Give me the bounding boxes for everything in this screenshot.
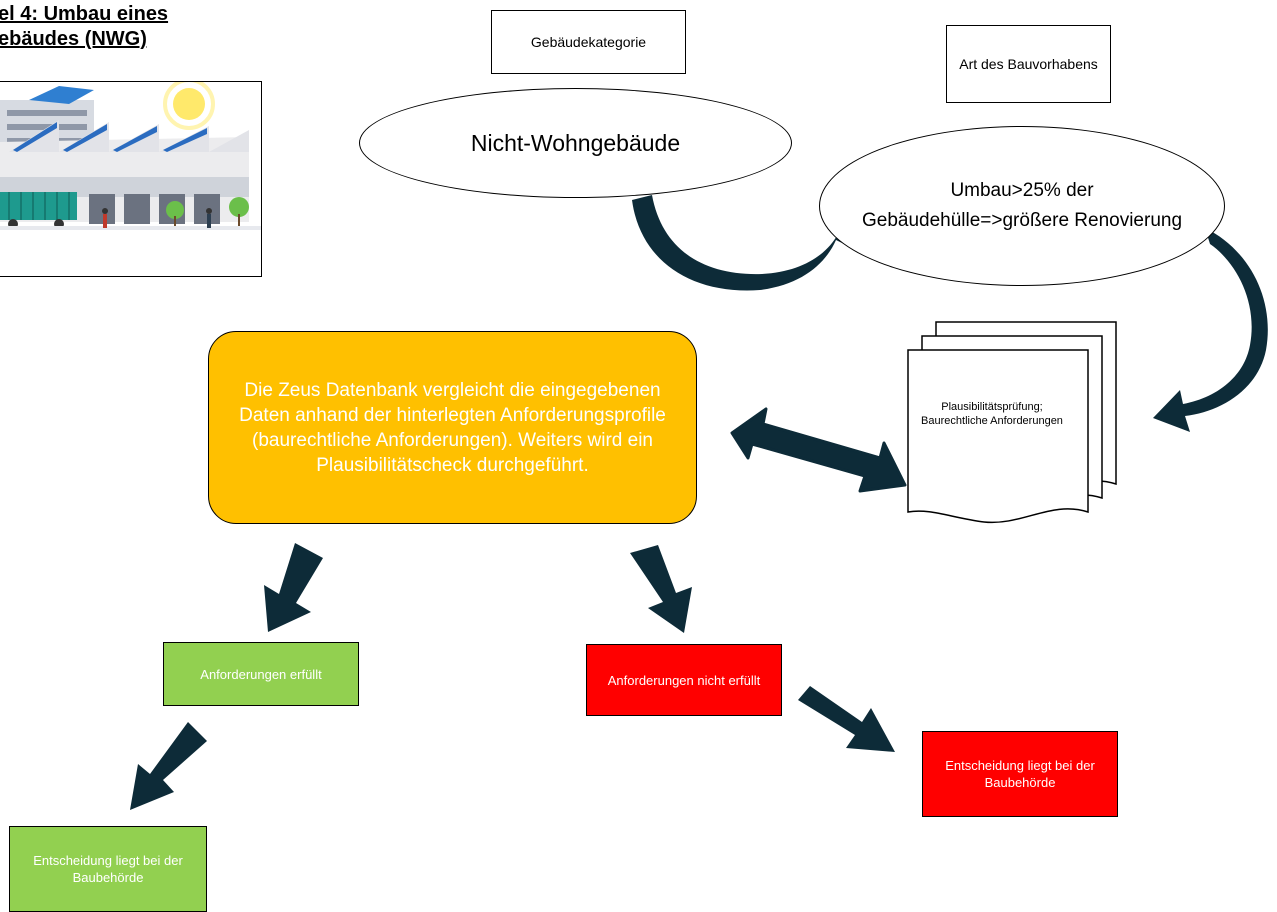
requirements-not-met-box: Anforderungen nicht erfüllt bbox=[586, 644, 782, 716]
title-line-2: ebäudes (NWG) bbox=[0, 28, 147, 50]
category-label-box: Gebäudekategorie bbox=[491, 10, 686, 74]
project-type-label: Art des Bauvorhabens bbox=[959, 56, 1098, 72]
documents-text: Plausibilitätsprüfung; Baurechtliche Anf… bbox=[921, 401, 1063, 427]
decision-red-text: Entscheidung liegt bei der Baubehörde bbox=[945, 758, 1095, 790]
double-arrow-process-documents bbox=[730, 407, 907, 493]
decision-red-box: Entscheidung liegt bei der Baubehörde bbox=[922, 731, 1118, 817]
category-label: Gebäudekategorie bbox=[530, 34, 647, 50]
category-value: Nicht-Wohngebäude bbox=[470, 129, 681, 156]
process-text: Die Zeus Datenbank vergleicht die eingeg… bbox=[239, 379, 666, 476]
arrow-met-to-decision bbox=[130, 722, 207, 810]
requirements-not-met-text: Anforderungen nicht erfüllt bbox=[607, 672, 761, 688]
stacked-documents-icon bbox=[907, 321, 1117, 524]
requirements-met-box: Anforderungen erfüllt bbox=[163, 642, 359, 706]
diagram-title: el 4: Umbau eines ebäudes (NWG) bbox=[0, 2, 298, 52]
decision-green-box: Entscheidung liegt bei der Baubehörde bbox=[9, 826, 207, 912]
decision-green-text: Entscheidung liegt bei der Baubehörde bbox=[33, 853, 183, 885]
project-type-label-box: Art des Bauvorhabens bbox=[946, 25, 1111, 103]
project-value: Umbau>25% der Gebäudehülle=>größere Reno… bbox=[861, 180, 1183, 231]
factory-icon bbox=[0, 82, 261, 230]
process-box: Die Zeus Datenbank vergleicht die eingeg… bbox=[208, 331, 697, 524]
title-line-1: el 4: Umbau eines bbox=[0, 3, 169, 25]
category-value-ellipse: Nicht-Wohngebäude bbox=[359, 88, 792, 198]
arrow-not-met-to-decision bbox=[798, 686, 895, 752]
curved-arrow-category-to-project bbox=[632, 195, 852, 291]
project-value-ellipse: Umbau>25% der Gebäudehülle=>größere Reno… bbox=[819, 126, 1225, 286]
arrow-process-to-met bbox=[264, 543, 323, 632]
arrow-process-to-not-met bbox=[630, 545, 692, 633]
curved-arrow-project-to-documents bbox=[1153, 228, 1268, 432]
factory-building-illustration bbox=[0, 81, 262, 277]
requirements-met-text: Anforderungen erfüllt bbox=[200, 666, 322, 682]
